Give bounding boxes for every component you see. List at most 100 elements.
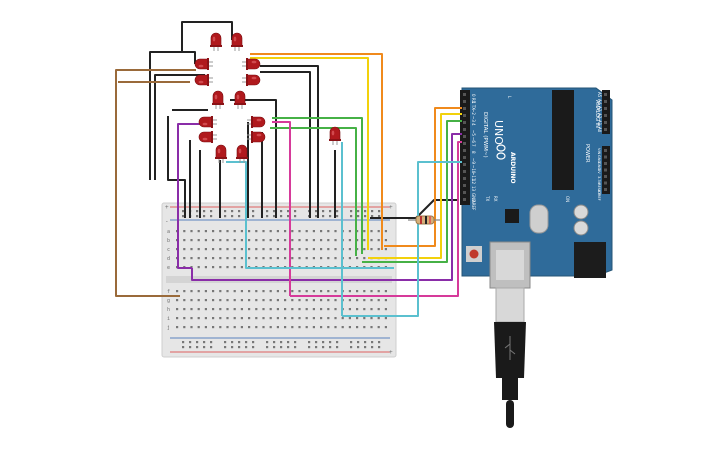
- rail-hole[interactable]: [336, 346, 339, 349]
- breadboard-hole[interactable]: [233, 248, 236, 251]
- breadboard-hole[interactable]: [269, 257, 272, 260]
- breadboard-hole[interactable]: [212, 248, 215, 251]
- breadboard-hole[interactable]: [219, 290, 222, 293]
- breadboard-hole[interactable]: [312, 248, 315, 251]
- breadboard-hole[interactable]: [312, 257, 315, 260]
- rail-hole[interactable]: [189, 341, 192, 344]
- rail-hole[interactable]: [252, 341, 255, 344]
- breadboard-hole[interactable]: [248, 239, 251, 242]
- rail-hole[interactable]: [224, 210, 227, 213]
- rail-hole[interactable]: [273, 210, 276, 213]
- breadboard-hole[interactable]: [298, 230, 301, 233]
- breadboard-hole[interactable]: [255, 317, 258, 320]
- breadboard-hole[interactable]: [226, 239, 229, 242]
- rail-hole[interactable]: [336, 210, 339, 213]
- breadboard-hole[interactable]: [298, 299, 301, 302]
- breadboard-hole[interactable]: [291, 230, 294, 233]
- breadboard-hole[interactable]: [183, 326, 186, 329]
- breadboard-hole[interactable]: [183, 257, 186, 260]
- breadboard-hole[interactable]: [204, 317, 207, 320]
- breadboard-hole[interactable]: [284, 257, 287, 260]
- breadboard-hole[interactable]: [384, 290, 387, 293]
- breadboard-hole[interactable]: [248, 257, 251, 260]
- digital-pin[interactable]: [463, 198, 466, 201]
- breadboard-hole[interactable]: [276, 317, 279, 320]
- breadboard-hole[interactable]: [183, 299, 186, 302]
- breadboard-hole[interactable]: [248, 299, 251, 302]
- breadboard-hole[interactable]: [269, 230, 272, 233]
- digital-pin[interactable]: [463, 100, 466, 103]
- rail-hole[interactable]: [280, 341, 283, 344]
- breadboard-hole[interactable]: [305, 248, 308, 251]
- breadboard-hole[interactable]: [334, 326, 337, 329]
- breadboard-hole[interactable]: [219, 266, 222, 269]
- breadboard-hole[interactable]: [348, 248, 351, 251]
- breadboard-hole[interactable]: [377, 239, 380, 242]
- breadboard-hole[interactable]: [212, 317, 215, 320]
- rail-hole[interactable]: [315, 210, 318, 213]
- red-led[interactable]: [194, 74, 213, 86]
- breadboard-hole[interactable]: [327, 257, 330, 260]
- breadboard-hole[interactable]: [262, 308, 265, 311]
- digital-pin[interactable]: [463, 149, 466, 152]
- breadboard-hole[interactable]: [305, 257, 308, 260]
- breadboard-hole[interactable]: [356, 326, 359, 329]
- breadboard-hole[interactable]: [226, 308, 229, 311]
- rail-hole[interactable]: [210, 215, 213, 218]
- rail-hole[interactable]: [182, 210, 185, 213]
- breadboard-hole[interactable]: [320, 239, 323, 242]
- rail-hole[interactable]: [182, 341, 185, 344]
- breadboard-hole[interactable]: [377, 230, 380, 233]
- breadboard-hole[interactable]: [276, 248, 279, 251]
- breadboard-hole[interactable]: [204, 239, 207, 242]
- rail-hole[interactable]: [287, 210, 290, 213]
- wires[interactable]: [115, 21, 462, 317]
- breadboard-hole[interactable]: [262, 248, 265, 251]
- breadboard-hole[interactable]: [226, 230, 229, 233]
- breadboard-hole[interactable]: [377, 317, 380, 320]
- rail-hole[interactable]: [336, 341, 339, 344]
- breadboard-hole[interactable]: [284, 299, 287, 302]
- rail-hole[interactable]: [280, 215, 283, 218]
- breadboard-hole[interactable]: [204, 308, 207, 311]
- bottom-power-rail[interactable]: [182, 341, 381, 349]
- rail-hole[interactable]: [315, 215, 318, 218]
- breadboard-hole[interactable]: [284, 317, 287, 320]
- breadboard-hole[interactable]: [190, 308, 193, 311]
- analog-pin[interactable]: [604, 114, 607, 117]
- breadboard-hole[interactable]: [363, 257, 366, 260]
- breadboard-hole[interactable]: [176, 326, 179, 329]
- breadboard-hole[interactable]: [219, 308, 222, 311]
- breadboard-hole[interactable]: [197, 290, 200, 293]
- breadboard-hole[interactable]: [377, 290, 380, 293]
- breadboard-hole[interactable]: [312, 326, 315, 329]
- breadboard-hole[interactable]: [291, 257, 294, 260]
- breadboard-hole[interactable]: [240, 257, 243, 260]
- digital-pin[interactable]: [463, 142, 466, 145]
- power-pin[interactable]: [604, 188, 607, 191]
- rail-hole[interactable]: [210, 341, 213, 344]
- breadboard-hole[interactable]: [291, 308, 294, 311]
- breadboard-hole[interactable]: [356, 239, 359, 242]
- breadboard-hole[interactable]: [240, 266, 243, 269]
- breadboard-hole[interactable]: [384, 317, 387, 320]
- breadboard-hole[interactable]: [183, 317, 186, 320]
- breadboard-hole[interactable]: [176, 299, 179, 302]
- breadboard-hole[interactable]: [269, 326, 272, 329]
- breadboard-hole[interactable]: [233, 308, 236, 311]
- rail-hole[interactable]: [371, 346, 374, 349]
- rail-hole[interactable]: [364, 210, 367, 213]
- digital-pin[interactable]: [463, 128, 466, 131]
- breadboard-hole[interactable]: [197, 230, 200, 233]
- breadboard-hole[interactable]: [305, 299, 308, 302]
- breadboard-hole[interactable]: [327, 326, 330, 329]
- rail-hole[interactable]: [182, 346, 185, 349]
- breadboard-hole[interactable]: [233, 326, 236, 329]
- rail-hole[interactable]: [294, 210, 297, 213]
- breadboard-hole[interactable]: [197, 317, 200, 320]
- breadboard-hole[interactable]: [377, 308, 380, 311]
- breadboard-hole[interactable]: [363, 326, 366, 329]
- rail-hole[interactable]: [238, 210, 241, 213]
- breadboard-hole[interactable]: [255, 308, 258, 311]
- breadboard-hole[interactable]: [240, 239, 243, 242]
